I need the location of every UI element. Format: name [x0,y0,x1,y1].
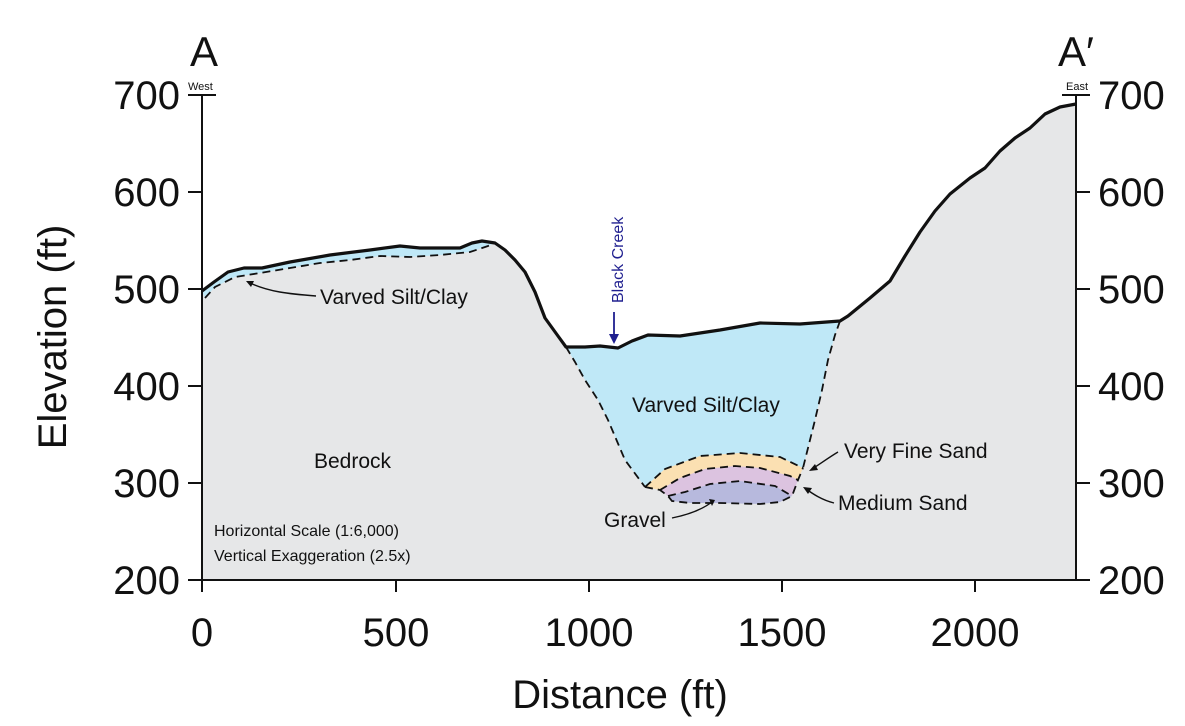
varved-upper-arrowhead [246,281,254,287]
y-tick-label-200-right: 200 [1098,559,1165,603]
varved-valley-label: Varved Silt/Clay [632,394,780,417]
medium-sand-label: Medium Sand [838,492,968,515]
very-fine-sand-layer [645,453,803,490]
x-axis-title: Distance (ft) [512,673,728,717]
x-tick-label-2000: 2000 [931,611,1020,655]
x-tick-marks [201,580,976,592]
very-fine-sand-top-contact [644,452,804,488]
west-direction-label: West [188,81,213,93]
varved-upper-layer [202,241,495,298]
y-tick-label-300-right: 300 [1098,462,1165,506]
x-tick-label-1000: 1000 [545,611,634,655]
y-tick-label-600-right: 600 [1098,171,1165,215]
horizontal-scale-note: Horizontal Scale (1:6,000) [214,523,399,540]
y-tick-marks [188,94,1090,581]
medium-sand-top-contact [659,465,799,491]
ground-surface-line [201,102,1077,350]
y-tick-label-400-left: 400 [113,365,180,409]
gravel-layer [668,481,792,504]
valley-west-contact [565,346,646,488]
very-fine-sand-label: Very Fine Sand [844,440,988,463]
gravel-arrowhead [709,499,715,506]
valley-east-contact [802,320,841,469]
upper-varved-base-contact [204,242,496,299]
y-tick-label-500-right: 500 [1098,268,1165,312]
x-tick-label-500: 500 [363,611,430,655]
varved-upper-leader [247,281,317,297]
axes-frame [188,94,1090,581]
black-creek-arrowhead [609,334,619,344]
y-tick-label-700-left: 700 [113,74,180,118]
medium-sand-arrowhead [803,487,812,494]
y-tick-label-500-left: 500 [113,268,180,312]
black-creek-label: Black Creek [610,216,627,303]
section-end-label: A′ [1058,28,1094,75]
gravel-leader [671,501,713,519]
very-fine-sand-arrowhead [809,464,818,471]
y-tick-label-200-left: 200 [113,559,180,603]
bedrock-label: Bedrock [314,450,392,473]
varved-upper-label: Varved Silt/Clay [320,286,468,309]
leader-arrowheads [246,281,818,506]
varved-valley-layer [566,321,840,487]
y-tick-label-600-left: 600 [113,171,180,215]
y-axis-title: Elevation (ft) [31,225,75,450]
gravel-top-contact [667,480,793,497]
east-direction-label: East [1066,81,1088,93]
gravel-label: Gravel [604,509,666,532]
y-tick-label-700-right: 700 [1098,74,1165,118]
y-tick-label-300-left: 300 [113,462,180,506]
gravel-base-contact [644,467,804,505]
section-start-label: A [190,28,218,75]
y-tick-label-400-right: 400 [1098,365,1165,409]
x-tick-label-0: 0 [191,611,213,655]
vertical-exaggeration-note: Vertical Exaggeration (2.5x) [214,548,411,565]
contact-lines [204,242,841,505]
x-tick-label-1500: 1500 [738,611,827,655]
